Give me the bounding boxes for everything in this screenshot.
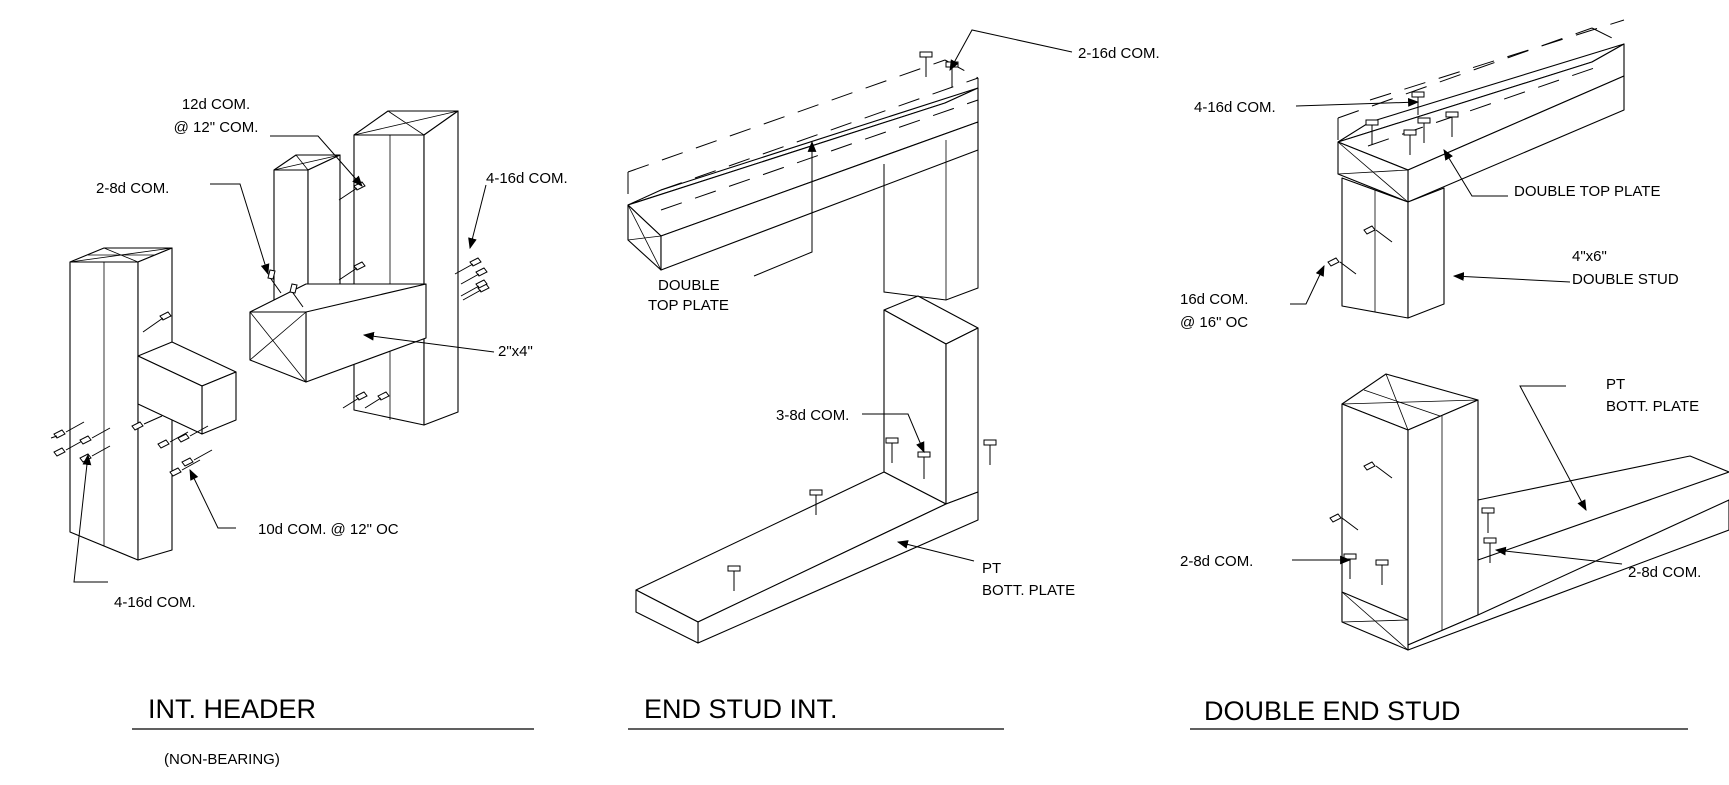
label-2x4: 2"x4" [498, 343, 533, 360]
leaders-double-end-stud [1290, 97, 1623, 565]
label-2-8d-com: 2-8d COM. [96, 180, 169, 197]
detail-end-stud-int: 2-16d COM. DOUBLE TOP PLATE 3-8d COM. PT… [627, 29, 1160, 730]
label-4x6: 4"x6" [1572, 248, 1607, 265]
detail-double-end-stud: 4-16d COM. DOUBLE TOP PLATE 4"x6" DOUBLE… [1180, 19, 1729, 730]
label-pt-3: PT [1606, 376, 1625, 393]
label-double-stud: DOUBLE STUD [1572, 271, 1679, 288]
label-double: DOUBLE [658, 277, 720, 294]
label-3-8d-com: 3-8d COM. [776, 407, 849, 424]
lower-end-stud [883, 295, 979, 505]
title-double-end-stud: DOUBLE END STUD [1204, 696, 1461, 726]
label-double-top-plate: DOUBLE TOP PLATE [1514, 183, 1660, 200]
left-header-stub [137, 341, 237, 435]
detail-int-header: 12d COM. @ 12" COM. 2-8d COM. 4-16d COM.… [50, 96, 568, 768]
double-top-plate [627, 59, 979, 271]
leaders-end-stud [753, 29, 1073, 562]
label-16d-com: 16d COM. [1180, 291, 1248, 308]
right-studs [273, 110, 459, 426]
nails-double-end-stud [1327, 91, 1497, 585]
label-10d-com: 10d COM. @ 12" OC [258, 521, 399, 538]
label-top-plate: TOP PLATE [648, 297, 729, 314]
nails-end-stud [727, 51, 997, 591]
title-int-header: INT. HEADER [148, 694, 316, 724]
label-pt: PT [982, 560, 1001, 577]
label-4-16d-com: 4-16d COM. [1194, 99, 1276, 116]
double-top-plate-3 [1337, 19, 1625, 203]
label-4-16d-com-top: 4-16d COM. [486, 170, 568, 187]
label-12d-com: 12d COM. [182, 96, 250, 113]
label-bott-plate-3: BOTT. PLATE [1606, 398, 1699, 415]
top-end-stud [883, 130, 979, 301]
label-bott-plate: BOTT. PLATE [982, 582, 1075, 599]
title-end-stud-int: END STUD INT. [644, 694, 838, 724]
label-12d-spacing: @ 12" COM. [174, 119, 259, 136]
upper-double-stud [1341, 177, 1445, 319]
pt-bottom-plate-3 [1341, 455, 1729, 651]
pt-bottom-plate [635, 471, 979, 644]
label-2-8d-com-left: 2-8d COM. [1180, 553, 1253, 570]
lower-double-stud [1341, 373, 1479, 646]
label-2-8d-com-right: 2-8d COM. [1628, 564, 1701, 581]
label-16d-spacing: @ 16" OC [1180, 314, 1248, 331]
subtitle-non-bearing: (NON-BEARING) [164, 751, 280, 768]
leaders-int-header [73, 135, 495, 583]
label-4-16d-com-bottom: 4-16d COM. [114, 594, 196, 611]
label-2-16d-com: 2-16d COM. [1078, 45, 1160, 62]
